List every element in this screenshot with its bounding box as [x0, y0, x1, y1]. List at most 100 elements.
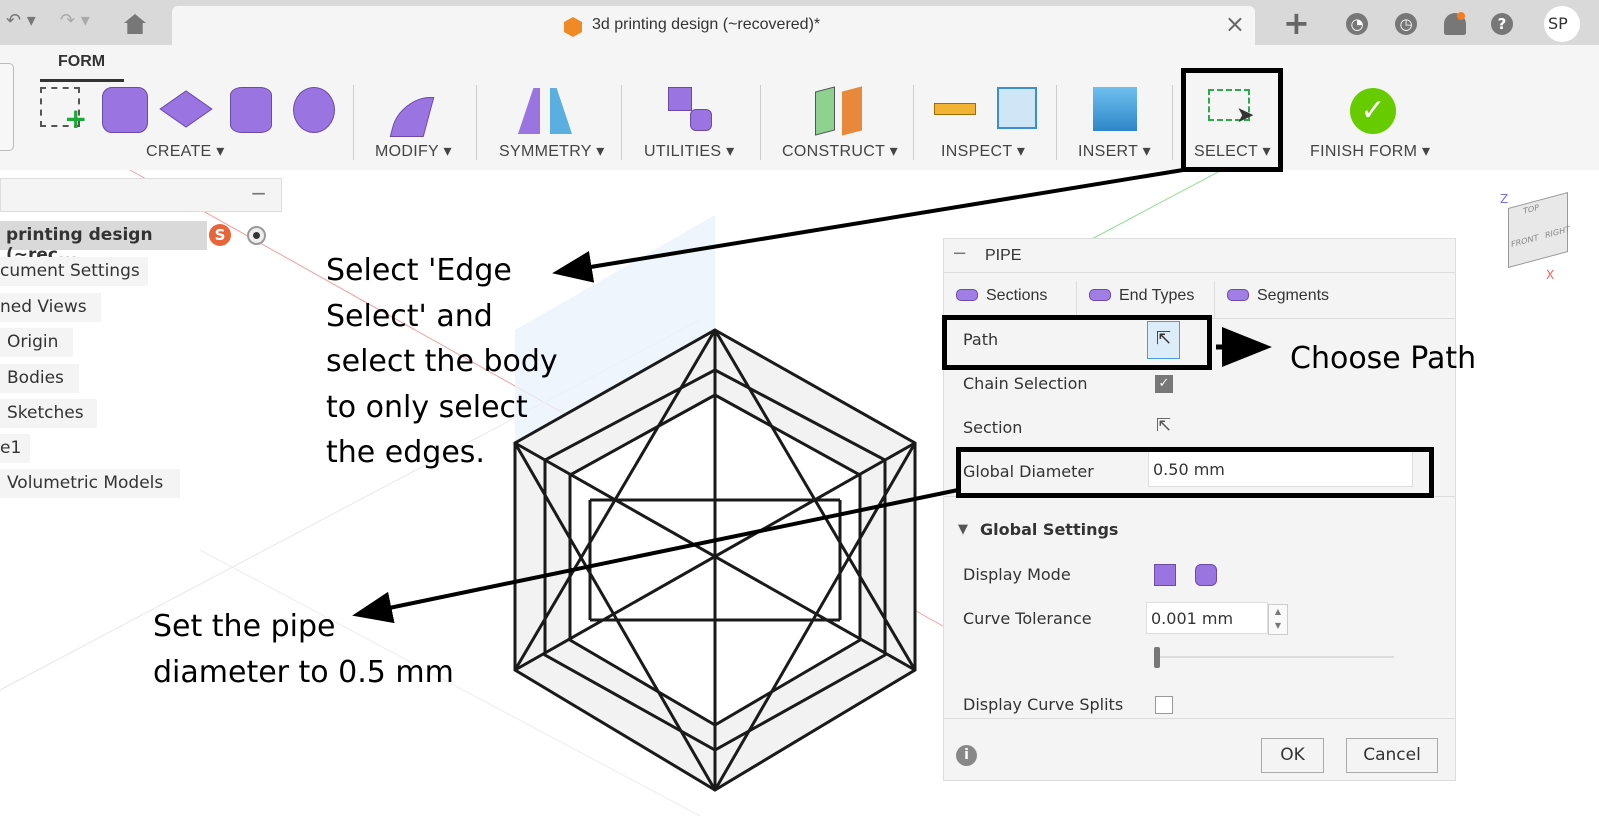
- measure-icon[interactable]: [934, 103, 976, 115]
- help-icon[interactable]: ?: [1491, 13, 1513, 35]
- lattice-cube-model[interactable]: [0, 170, 1599, 816]
- tab-label: End Types: [1119, 287, 1195, 304]
- note-line: select the body: [326, 344, 558, 379]
- ok-button[interactable]: OK: [1261, 738, 1324, 773]
- finish-form-check-icon[interactable]: ✓: [1350, 88, 1396, 134]
- axis-x-label: X: [1546, 268, 1555, 282]
- utilities-icon[interactable]: [668, 87, 692, 111]
- box-icon[interactable]: [102, 87, 148, 133]
- divider: [760, 85, 761, 160]
- document-title: 3d printing design (~recovered)*: [592, 16, 821, 33]
- curve-tolerance-slider-track[interactable]: [1154, 656, 1394, 658]
- sphere-icon[interactable]: [293, 87, 335, 133]
- global-diameter-input[interactable]: 0.50 mm: [1148, 451, 1413, 487]
- activate-radio[interactable]: [247, 226, 266, 245]
- divider: [476, 85, 477, 160]
- curve-tolerance-slider-thumb[interactable]: [1154, 647, 1160, 668]
- chain-selection-checkbox[interactable]: ✓: [1155, 375, 1173, 393]
- note-line: Select' and: [326, 298, 493, 334]
- display-mode-label: Display Mode: [963, 565, 1071, 584]
- display-curve-splits-checkbox[interactable]: [1155, 696, 1173, 714]
- document-tab[interactable]: 3d printing design (~recovered)* ×: [172, 6, 1255, 45]
- tab-end-types[interactable]: End Types: [1077, 281, 1215, 319]
- browser-item-origin[interactable]: Origin: [0, 328, 73, 357]
- diameter-highlight-box: [956, 447, 1434, 498]
- dialog-title: PIPE: [985, 247, 1022, 264]
- construct-menu[interactable]: CONSTRUCT ▾: [782, 143, 898, 160]
- divider: [353, 85, 354, 160]
- browser-collapse-button[interactable]: −: [250, 181, 267, 205]
- divider: [1056, 85, 1057, 160]
- symmetry-menu[interactable]: SYMMETRY ▾: [499, 143, 605, 160]
- active-tab-underline: [40, 79, 124, 82]
- new-tab-icon[interactable]: +: [1283, 4, 1310, 42]
- job-status-icon[interactable]: ◷: [1395, 13, 1417, 35]
- segments-icon: [1227, 289, 1249, 301]
- browser-item-document-settings[interactable]: cument Settings: [0, 257, 148, 286]
- browser-item-volumetric-models[interactable]: Volumetric Models: [0, 469, 180, 498]
- cursor-icon: ➤: [1236, 103, 1255, 128]
- box-display-mode-icon[interactable]: [1154, 564, 1176, 586]
- dialog-collapse-button[interactable]: −: [952, 243, 968, 264]
- undo-icon[interactable]: ↶ ▾: [6, 10, 36, 31]
- finish-form-menu[interactable]: FINISH FORM ▾: [1310, 143, 1431, 160]
- path-highlight-box: [942, 315, 1212, 370]
- browser-item-form1[interactable]: e1: [0, 434, 30, 463]
- global-settings-header[interactable]: Global Settings: [980, 520, 1119, 539]
- info-icon[interactable]: i: [956, 745, 977, 766]
- extensions-icon[interactable]: ◔: [1346, 13, 1368, 35]
- path-label: Path: [963, 330, 999, 349]
- tab-sections[interactable]: Sections: [944, 281, 1077, 319]
- browser-item-bodies[interactable]: Bodies: [0, 364, 79, 393]
- tab-segments[interactable]: Segments: [1215, 281, 1455, 319]
- section-select-icon[interactable]: ⇱: [1156, 415, 1172, 436]
- utilities-menu[interactable]: UTILITIES ▾: [644, 143, 735, 160]
- path-select-button[interactable]: ⇱: [1147, 321, 1180, 359]
- create-sketch-icon[interactable]: [40, 87, 80, 127]
- redo-icon[interactable]: ↷ ▾: [60, 10, 90, 31]
- utilities-convert-icon: [690, 109, 712, 131]
- divider: [1172, 85, 1173, 160]
- curve-tolerance-label: Curve Tolerance: [963, 609, 1092, 628]
- browser-item-named-views[interactable]: ned Views: [0, 293, 101, 322]
- tab-label: Sections: [986, 287, 1048, 304]
- cylinder-icon[interactable]: [230, 87, 272, 133]
- dialog-header: − PIPE: [944, 239, 1455, 273]
- cancel-button[interactable]: Cancel: [1346, 738, 1438, 773]
- insert-menu[interactable]: INSERT ▾: [1078, 143, 1151, 160]
- smooth-display-mode-icon[interactable]: [1195, 564, 1217, 586]
- end-types-icon: [1089, 289, 1111, 301]
- global-diameter-label: Global Diameter: [963, 462, 1094, 481]
- modify-menu[interactable]: MODIFY ▾: [375, 143, 452, 160]
- divider: [621, 85, 622, 160]
- divider: [913, 85, 914, 160]
- curve-tolerance-input[interactable]: 0.001 mm: [1146, 602, 1268, 634]
- choose-path-instruction: Choose Path: [1290, 341, 1477, 376]
- curve-tolerance-stepper[interactable]: ▲▼: [1268, 604, 1288, 635]
- home-icon[interactable]: [124, 14, 146, 34]
- title-bar: ↶ ▾ ↷ ▾ 3d printing design (~recovered)*…: [0, 0, 1599, 45]
- divider: [944, 718, 1455, 719]
- chain-selection-label: Chain Selection: [963, 374, 1088, 393]
- browser-item-sketches[interactable]: Sketches: [0, 399, 97, 428]
- create-menu[interactable]: CREATE ▾: [146, 143, 225, 160]
- axis-z-label: Z: [1500, 192, 1509, 206]
- display-curve-splits-label: Display Curve Splits: [963, 695, 1124, 714]
- expand-triangle-icon[interactable]: ▼: [958, 522, 968, 537]
- inspect-menu[interactable]: INSPECT ▾: [941, 143, 1026, 160]
- select-menu[interactable]: SELECT ▾: [1194, 143, 1271, 160]
- section-label: Section: [963, 418, 1023, 437]
- workspace-switcher[interactable]: [0, 63, 14, 151]
- browser-panel-header: −: [0, 178, 282, 212]
- close-tab-icon[interactable]: ×: [1224, 10, 1245, 38]
- toolbar: FORM + CREATE ▾ MODIFY ▾ SYMMETRY ▾ UTIL…: [0, 45, 1599, 170]
- select-window-icon[interactable]: [1208, 89, 1250, 121]
- insert-image-icon[interactable]: [1093, 87, 1137, 131]
- select-edge-instruction: Select 'Edge Select' and select the body…: [326, 248, 558, 476]
- user-avatar[interactable]: SP: [1544, 6, 1580, 42]
- tab-form[interactable]: FORM: [58, 53, 106, 70]
- section-analysis-icon[interactable]: [997, 87, 1037, 129]
- note-line: Set the pipe: [153, 609, 336, 644]
- note-line: to only select: [326, 389, 528, 425]
- document-cube-icon: [564, 17, 582, 37]
